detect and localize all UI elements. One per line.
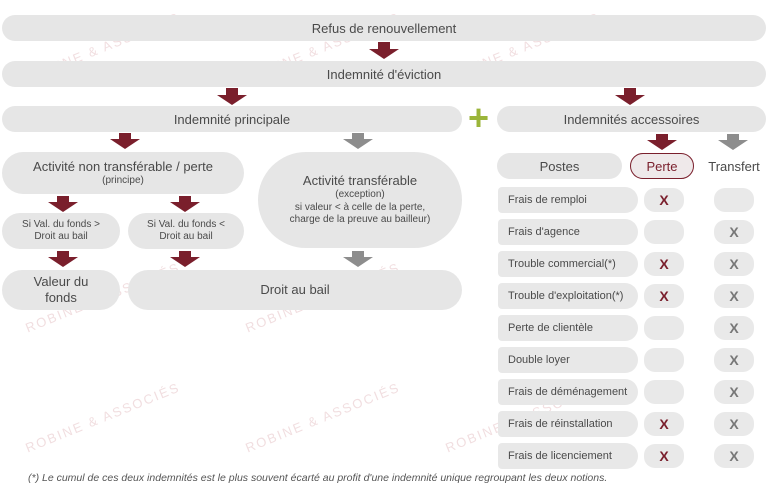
plus-icon: + [468,97,490,138]
mark-transfert: X [729,288,739,304]
row-label: Trouble commercial(*) [498,251,638,277]
condition-valeur-superieure: Si Val. du fonds > Droit au bail [22,218,100,243]
mark-perte: X [659,192,669,208]
transferable-title: Activité transférable [302,173,418,189]
header-perte: Perte [630,153,694,179]
indemnite-eviction-box: Indemnité d'éviction [2,61,766,87]
mark-transfert: X [729,448,739,464]
valeur-fonds-box: Valeur du fonds [2,270,120,310]
row-label: Perte de clientèle [498,315,638,341]
indemnite-principale-box: Indemnité principale [2,106,462,132]
header-transfert-label: Transfert [708,158,760,174]
header-transfert: Transfert [702,153,766,179]
cell-transfert [714,252,754,276]
indemnites-accessoires-label: Indemnités accessoires [563,111,700,127]
watermark: ROBINE & ASSOCIÉS [23,379,183,456]
cell-perte [644,380,684,404]
activite-non-transferable-box: Activité non transférable / perte (princ… [2,152,244,194]
condition-valeur-inferieure: Si Val. du fonds < Droit au bail [147,218,225,243]
transferable-sub2: si valeur < à celle de la perte, charge … [289,201,431,226]
mark-transfert: X [729,352,739,368]
droit-au-bail-label: Droit au bail [260,281,330,297]
row-label: Double loyer [498,347,638,373]
row-label: Frais de remploi [498,187,638,213]
cell-perte [644,284,684,308]
mark-transfert: X [729,320,739,336]
non-transferable-title: Activité non transférable / perte [33,158,213,174]
activite-transferable-box: Activité transférable (exception) si val… [258,152,462,248]
cell-perte [644,444,684,468]
cell-transfert [714,316,754,340]
mark-transfert: X [729,224,739,240]
mark-transfert: X [729,416,739,432]
row-label: Frais de licenciement [498,443,638,469]
droit-au-bail-box: Droit au bail [128,270,462,310]
cell-transfert [714,380,754,404]
cell-perte [644,220,684,244]
condition-valeur-superieure-box: Si Val. du fonds > Droit au bail [2,213,120,249]
condition-valeur-inferieure-box: Si Val. du fonds < Droit au bail [128,213,244,249]
cell-perte [644,252,684,276]
refus-renouvellement-label: Refus de renouvellement [311,20,457,36]
indemnites-accessoires-box: Indemnités accessoires [497,106,766,132]
row-label: Frais d'agence [498,219,638,245]
mark-transfert: X [729,384,739,400]
cell-perte [644,188,684,212]
cell-perte [644,316,684,340]
cell-transfert [714,284,754,308]
transferable-sub1: (exception) [335,189,385,201]
cell-transfert [714,188,754,212]
header-postes: Postes [497,153,622,179]
header-perte-label: Perte [646,158,678,174]
cell-transfert [714,220,754,244]
non-transferable-sub: (principe) [102,174,144,186]
row-label: Frais de déménagement [498,379,638,405]
cell-transfert [714,444,754,468]
mark-perte: X [659,256,669,272]
cell-transfert [714,412,754,436]
mark-perte: X [659,416,669,432]
mark-perte: X [659,448,669,464]
cell-perte [644,412,684,436]
row-label: Trouble d'exploitation(*) [498,283,638,309]
indemnite-principale-label: Indemnité principale [173,111,291,127]
cell-perte [644,348,684,372]
row-label: Frais de réinstallation [498,411,638,437]
mark-transfert: X [729,256,739,272]
mark-perte: X [659,288,669,304]
refus-renouvellement-box: Refus de renouvellement [2,15,766,41]
header-postes-label: Postes [539,158,580,174]
cell-transfert [714,348,754,372]
valeur-fonds-label: Valeur du fonds [33,273,89,305]
indemnite-eviction-label: Indemnité d'éviction [326,66,442,82]
watermark: ROBINE & ASSOCIÉS [243,379,403,456]
footnote: (*) Le cumul de ces deux indemnités est … [28,472,608,484]
